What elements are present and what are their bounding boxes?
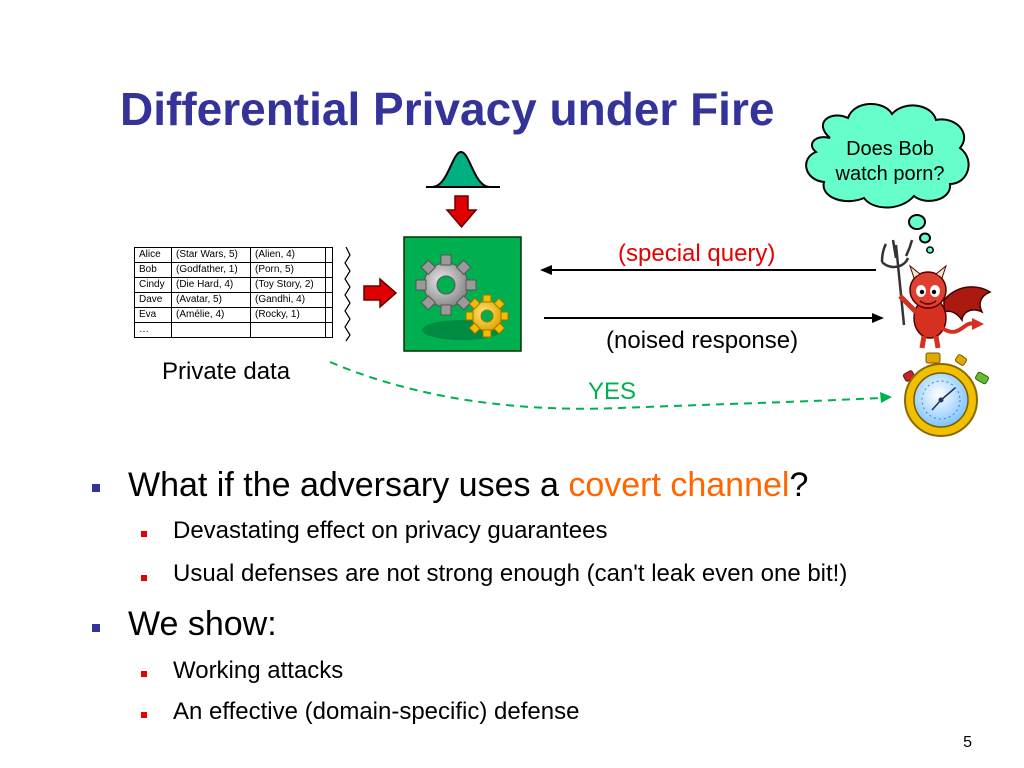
table-cell	[325, 292, 333, 308]
table-cell: (Alien, 4)	[250, 247, 326, 263]
table-cell: (Porn, 5)	[250, 262, 326, 278]
bullet-2-sub-1: Working attacks	[173, 657, 344, 684]
private-data-label: Private data	[162, 358, 291, 385]
noised-response-label: (noised response)	[606, 327, 799, 354]
bullet-2-sub-2: An effective (domain-specific) defense	[173, 698, 580, 725]
table-cell: (Gandhi, 4)	[250, 292, 326, 308]
covert-channel-highlight: covert channel	[568, 466, 790, 504]
bullet-1: What if the adversary uses a covert chan…	[128, 466, 808, 505]
table-cell: (Die Hard, 4)	[171, 277, 251, 293]
table-cell	[325, 307, 333, 323]
thought-line-2: watch porn?	[835, 163, 945, 185]
thought-bubble-text: Does Bob watch porn?	[816, 137, 964, 187]
table-cell	[171, 322, 251, 338]
table-cell: Bob	[134, 262, 172, 278]
devil-icon	[880, 239, 992, 349]
gears-icon	[403, 236, 522, 352]
table-cell: (Amélie, 4)	[171, 307, 251, 323]
bullet-icon	[92, 624, 100, 632]
table-cell: (Avatar, 5)	[171, 292, 251, 308]
diagram-svg	[329, 102, 992, 437]
sub-bullet-icon	[141, 712, 147, 718]
stopwatch-icon	[902, 352, 989, 437]
table-row: …	[134, 322, 333, 338]
bullet-icon	[92, 484, 100, 492]
bullet-1-prefix: What if the adversary uses a	[128, 466, 569, 504]
table-row: Bob (Godfather, 1) (Porn, 5)	[134, 262, 333, 278]
table-cell: (Rocky, 1)	[250, 307, 326, 323]
bullet-2: We show:	[128, 605, 277, 643]
thought-bubble	[805, 102, 970, 254]
table-cell: (Toy Story, 2)	[250, 277, 326, 293]
table-cell: (Star Wars, 5)	[171, 247, 251, 263]
torn-edge	[344, 246, 351, 342]
covert-channel-line	[329, 361, 881, 410]
table-cell: Cindy	[134, 277, 172, 293]
bullet-1-sub-2: Usual defenses are not strong enough (ca…	[173, 560, 848, 587]
slide-title: Differential Privacy under Fire	[120, 83, 775, 135]
yes-label: YES	[588, 378, 637, 405]
query-arrow	[540, 265, 876, 275]
table-cell: …	[134, 322, 172, 338]
response-arrow	[544, 313, 884, 323]
table-cell: Dave	[134, 292, 172, 308]
page-number: 5	[963, 734, 972, 751]
table-cell	[325, 262, 333, 278]
thought-line-1: Does Bob	[846, 138, 934, 160]
table-cell	[325, 277, 333, 293]
table-row: Cindy (Die Hard, 4) (Toy Story, 2)	[134, 277, 333, 293]
right-arrow-icon	[363, 277, 398, 309]
sub-bullet-icon	[141, 575, 147, 581]
table-row: Alice (Star Wars, 5) (Alien, 4)	[134, 247, 333, 263]
table-cell: Eva	[134, 307, 172, 323]
down-arrow-icon	[445, 195, 478, 229]
table-cell	[325, 322, 333, 338]
bullet-1-sub-1: Devastating effect on privacy guarantees	[173, 517, 608, 544]
table-cell	[325, 247, 333, 263]
bell-curve-icon	[426, 150, 500, 188]
table-cell	[250, 322, 326, 338]
table-cell: (Godfather, 1)	[171, 262, 251, 278]
special-query-label: (special query)	[618, 240, 776, 267]
table-row: Eva (Amélie, 4) (Rocky, 1)	[134, 307, 333, 323]
sub-bullet-icon	[141, 531, 147, 537]
private-data-table: Alice (Star Wars, 5) (Alien, 4) Bob (God…	[134, 247, 333, 338]
sub-bullet-icon	[141, 671, 147, 677]
bullet-1-suffix: ?	[789, 466, 809, 504]
table-cell: Alice	[134, 247, 172, 263]
table-row: Dave (Avatar, 5) (Gandhi, 4)	[134, 292, 333, 308]
